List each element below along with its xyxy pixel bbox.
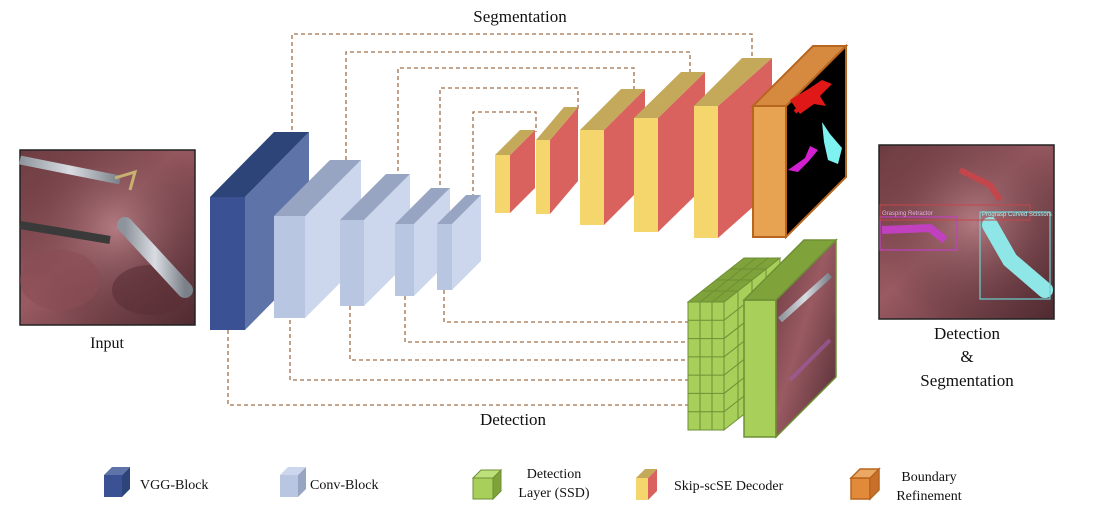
legend-label-vgg: VGG-Block — [140, 478, 208, 493]
conv-block-icon — [280, 467, 306, 497]
legend-label-boundary-1: Boundary — [901, 470, 956, 485]
detection-feature-map — [742, 238, 838, 439]
legend-item-detection: Detection Layer (SSD) — [471, 467, 590, 501]
output-label-line3: Segmentation — [920, 371, 1014, 390]
decoder-block-1 — [495, 130, 535, 213]
detection-box-grasping-retractor — [879, 216, 958, 251]
legend: VGG-Block Conv-Block Detection Layer (SS… — [104, 467, 962, 504]
box1-label: Grasping Retractor — [882, 211, 933, 217]
legend-item-decoder: Skip-scSE Decoder — [636, 469, 784, 500]
boundary-refinement-icon — [849, 467, 881, 501]
output-image: Grasping Retractor Prograsp Curved Sciss… — [878, 144, 1055, 320]
conv-block-2 — [340, 174, 410, 306]
vgg-block — [210, 132, 309, 330]
output-label-line2: & — [960, 347, 973, 366]
segmentation-connectors — [291, 33, 753, 198]
vgg-block-icon — [104, 467, 130, 497]
box2-label: Prograsp Curved Scissors — [982, 212, 1052, 218]
conv-block-1 — [274, 160, 361, 318]
decoder-block-icon — [636, 469, 657, 500]
detection-layer-icon — [471, 468, 503, 501]
legend-item-conv: Conv-Block — [280, 467, 378, 497]
ssd-front-face — [687, 301, 725, 431]
detection-box-scissors — [979, 211, 1051, 300]
legend-label-detection-1: Detection — [527, 467, 581, 482]
detection-connectors — [227, 290, 688, 406]
boundary-refinement-block — [750, 43, 849, 240]
decoder-block-4 — [634, 72, 705, 232]
output-label-line1: Detection — [934, 324, 1001, 343]
conv-block-4 — [437, 195, 481, 290]
legend-label-conv: Conv-Block — [310, 478, 378, 493]
segmentation-label: Segmentation — [473, 7, 567, 26]
detection-label: Detection — [480, 410, 547, 429]
legend-label-detection-2: Layer (SSD) — [518, 486, 589, 501]
legend-item-boundary: Boundary Refinement — [849, 467, 962, 504]
input-image — [19, 149, 196, 326]
decoder-block-2 — [536, 107, 578, 214]
input-label: Input — [90, 335, 124, 352]
legend-item-vgg: VGG-Block — [104, 467, 208, 497]
legend-label-decoder: Skip-scSE Decoder — [674, 479, 784, 494]
legend-label-boundary-2: Refinement — [896, 489, 961, 504]
